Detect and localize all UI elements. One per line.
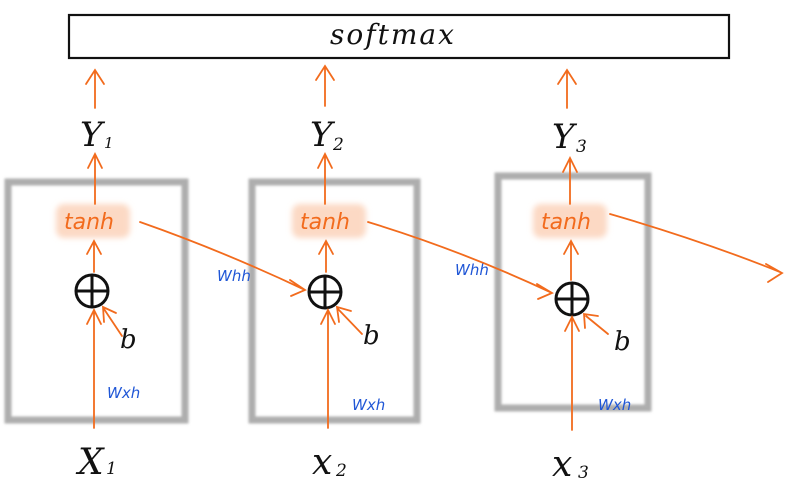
svg-text:Y: Y (310, 115, 336, 155)
input-x3: x 3 (552, 444, 589, 485)
bias-label-2: b (363, 321, 380, 351)
input-x2: x 2 (312, 442, 347, 483)
arrows-to-softmax (85, 64, 577, 109)
wxh-label-1: Wxh (107, 384, 140, 402)
softmax-label: softmax (330, 18, 456, 51)
input-x1: X 1 (75, 442, 117, 483)
svg-text:Y: Y (80, 115, 106, 155)
bias-arrows (102, 305, 609, 337)
svg-text:X: X (75, 442, 105, 483)
sum-node-2 (307, 274, 343, 310)
cell-1-box (4, 178, 189, 424)
svg-text:x: x (312, 442, 332, 483)
output-y2: Y 2 (310, 115, 344, 155)
bias-label-1: b (120, 325, 137, 355)
tanh-label-2: tanh (300, 210, 350, 235)
input-arrows (86, 307, 580, 431)
svg-text:x: x (552, 444, 572, 485)
svg-text:Y: Y (552, 117, 578, 157)
cell-2-box (248, 178, 421, 424)
svg-text:3: 3 (578, 463, 589, 483)
svg-text:1: 1 (106, 459, 117, 479)
tanh-glow-2 (292, 204, 366, 238)
bias-label-3: b (614, 327, 631, 357)
svg-text:2: 2 (335, 461, 347, 481)
sum-node-1 (74, 273, 110, 309)
whh-label-2: Whh (455, 261, 489, 279)
recurrent-arrows (139, 213, 784, 300)
whh-label-1: Whh (217, 267, 251, 285)
arrows-plus-to-tanh (86, 239, 579, 281)
arrows-tanh-to-output (87, 151, 578, 205)
svg-text:1: 1 (104, 134, 114, 152)
svg-text:2: 2 (332, 135, 344, 155)
tanh-label-3: tanh (541, 210, 591, 235)
wxh-label-3: Wxh (598, 396, 631, 414)
tanh-glow-1 (56, 204, 130, 238)
tanh-glow-3 (533, 204, 607, 238)
softmax-box (67, 13, 731, 60)
cell-3-box (494, 172, 652, 412)
svg-text:3: 3 (576, 137, 587, 157)
tanh-label-1: tanh (64, 210, 114, 235)
output-y3: Y 3 (552, 117, 587, 157)
sum-node-3 (554, 281, 590, 317)
output-y1: Y 1 (80, 115, 114, 155)
wxh-label-2: Wxh (352, 396, 385, 414)
